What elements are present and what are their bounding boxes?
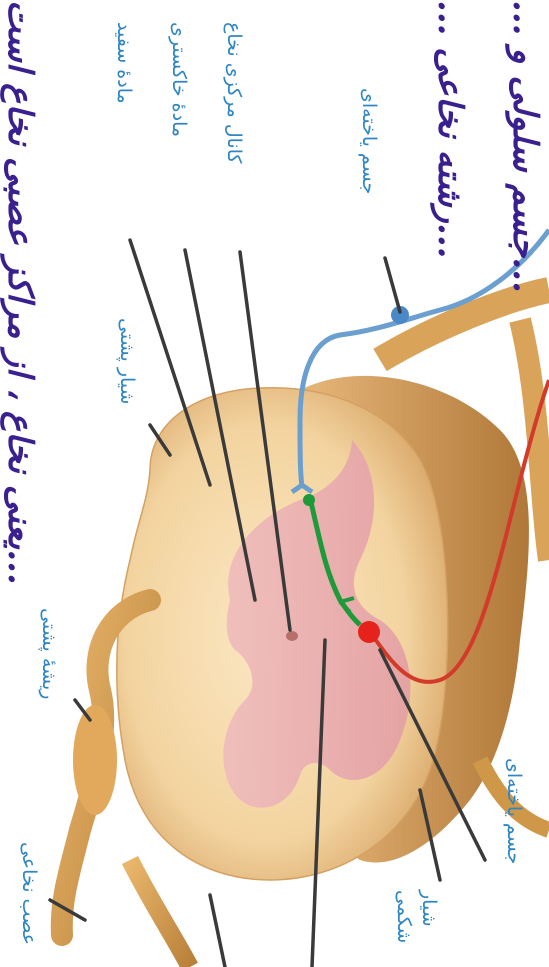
central-canal	[286, 631, 298, 641]
heading-handwritten-right-1: ...رشته نخاعی ...	[430, 0, 470, 259]
label-cell-body-top: جسم یاخته‌ای	[358, 88, 380, 194]
label-nerve: عصب نخاعی	[18, 842, 40, 945]
label-cell-body-bottom: جسم یاخته‌ای	[503, 758, 525, 864]
label-dorsal-groove: شیار پشتی	[116, 318, 138, 404]
label-central-canal: کانال مرکزی نخاع	[223, 22, 245, 164]
heading-handwritten-top: ...یعنی نخاع ، از مراکز عصبی نخاع است	[0, 0, 40, 585]
label-white-matter: مادهٔ سفید	[113, 22, 135, 104]
label-ventral-groove-line2: شکمی	[393, 890, 415, 943]
dorsal-root-ganglion	[73, 705, 117, 815]
label-ventral-groove-line1: شیار	[418, 890, 440, 927]
heading-handwritten-right-2: ...جسم سلولی و ...	[505, 0, 545, 293]
label-gray-matter: مادهٔ خاکستری	[168, 22, 190, 137]
spinal-nerve	[130, 860, 190, 967]
motor-cell-body	[358, 621, 380, 643]
label-dorsal-root: ریشهٔ پشتی	[38, 608, 60, 699]
interneuron-body	[303, 494, 315, 506]
